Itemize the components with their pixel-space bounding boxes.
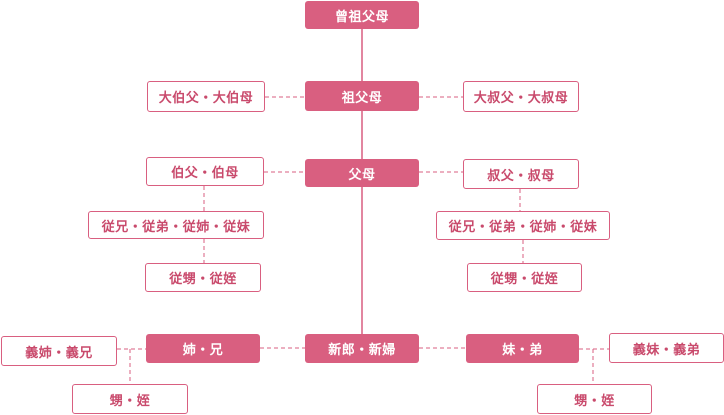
node-parents: 父母 <box>305 159 419 187</box>
node-cousins-right: 従兄・従弟・従姉・従妹 <box>436 211 610 240</box>
node-nephew-niece-right: 甥・姪 <box>537 384 652 414</box>
node-uncle-aunt-younger: 叔父・叔母 <box>463 159 579 189</box>
node-cousins-left: 従兄・従弟・従姉・従妹 <box>88 211 264 239</box>
node-couple: 新郎・新婦 <box>305 334 419 363</box>
node-nephew-niece-left: 甥・姪 <box>72 384 188 414</box>
node-great-grandparents: 曾祖父母 <box>305 1 419 29</box>
node-younger-in-laws: 義妹・義弟 <box>609 333 724 363</box>
node-younger-siblings: 妹・弟 <box>466 334 579 363</box>
node-uncle-aunt-elder: 伯父・伯母 <box>146 157 264 186</box>
node-grandparents: 祖父母 <box>305 81 419 111</box>
node-elder-in-laws: 義姉・義兄 <box>1 336 117 366</box>
node-great-uncle-aunt-elder: 大伯父・大伯母 <box>147 81 265 112</box>
node-elder-siblings: 姉・兄 <box>146 334 260 363</box>
node-cousin-children-left: 従甥・従姪 <box>145 263 261 292</box>
node-great-uncle-aunt-younger: 大叔父・大叔母 <box>463 81 579 112</box>
node-cousin-children-right: 従甥・従姪 <box>467 263 582 292</box>
